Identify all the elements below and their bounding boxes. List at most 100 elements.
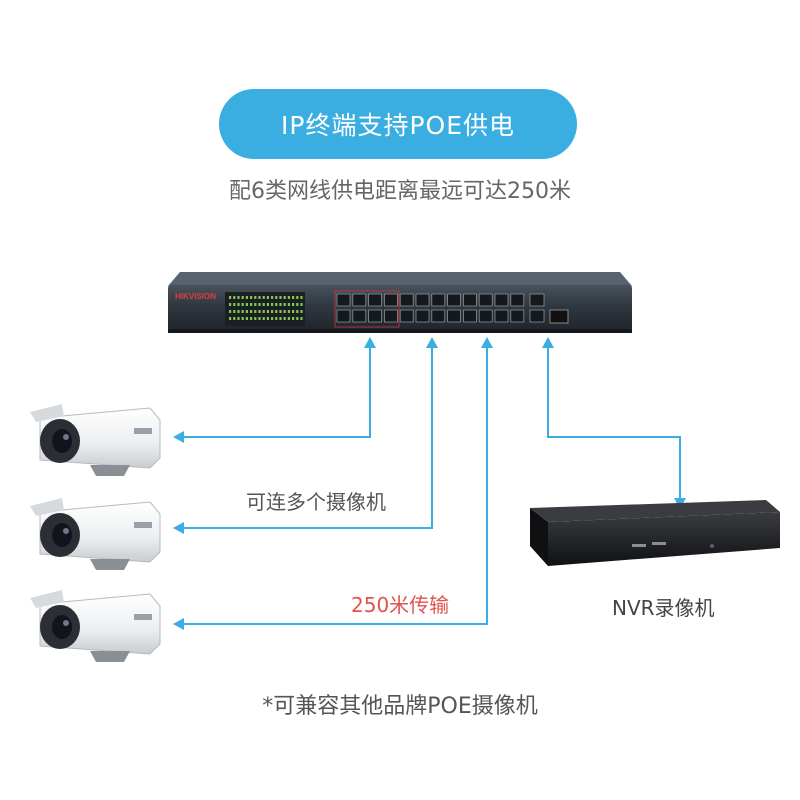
rj45-port <box>415 309 430 323</box>
cable-nvr <box>547 345 681 501</box>
rj45-port <box>336 293 351 307</box>
status-led <box>275 310 278 313</box>
title-banner: IP终端支持POE供电 <box>219 89 577 159</box>
status-led <box>275 296 278 299</box>
rj45-port <box>494 309 509 323</box>
status-led <box>250 310 253 313</box>
status-led <box>254 317 257 320</box>
status-led <box>237 310 240 313</box>
ip-camera-1 <box>30 404 161 476</box>
status-led <box>271 317 274 320</box>
status-led <box>275 317 278 320</box>
status-led <box>250 303 253 306</box>
status-led <box>250 296 253 299</box>
status-led <box>233 317 236 320</box>
arrow-left-3 <box>173 618 184 630</box>
status-led <box>258 310 261 313</box>
status-led <box>279 296 282 299</box>
status-leds <box>229 296 303 320</box>
status-led <box>245 296 248 299</box>
nvr-indicator <box>710 544 714 548</box>
arrow-up-3 <box>481 337 493 348</box>
status-led <box>254 296 257 299</box>
uplink-port <box>529 293 545 307</box>
status-led <box>287 317 290 320</box>
nvr-recorder <box>530 500 780 566</box>
rj45-port <box>383 293 398 307</box>
status-led <box>229 296 232 299</box>
status-led <box>283 317 286 320</box>
status-led <box>237 317 240 320</box>
status-led <box>254 303 257 306</box>
status-led <box>275 303 278 306</box>
arrow-up-1 <box>364 337 376 348</box>
arrow-left-2 <box>173 522 184 534</box>
status-led <box>258 317 261 320</box>
status-led <box>233 310 236 313</box>
switch-brand-logo: HIKVISION <box>175 292 216 301</box>
status-led <box>233 296 236 299</box>
status-led <box>266 303 269 306</box>
status-led <box>300 303 303 306</box>
distance-label: 250米传输 <box>351 593 450 617</box>
status-led <box>241 303 244 306</box>
rj45-port <box>447 293 462 307</box>
rj45-port <box>478 293 493 307</box>
rj45-port <box>494 293 509 307</box>
rj45-port <box>447 309 462 323</box>
ip-camera-3 <box>30 590 161 662</box>
status-led <box>292 296 295 299</box>
status-led <box>237 296 240 299</box>
poe-switch: HIKVISION <box>168 272 632 333</box>
status-led <box>300 296 303 299</box>
rj45-ports <box>334 290 545 328</box>
status-led <box>258 303 261 306</box>
status-led <box>233 303 236 306</box>
status-led <box>287 310 290 313</box>
status-led <box>258 296 261 299</box>
banner-title: IP终端支持POE供电 <box>281 111 515 140</box>
status-led <box>245 303 248 306</box>
status-led <box>266 317 269 320</box>
rj45-port <box>368 293 383 307</box>
status-led <box>283 303 286 306</box>
status-led <box>241 310 244 313</box>
status-led <box>262 317 265 320</box>
status-led <box>262 303 265 306</box>
rj45-port <box>478 309 493 323</box>
status-led <box>229 303 232 306</box>
status-led <box>254 310 257 313</box>
subtitle: 配6类网线供电距离最远可达250米 <box>229 179 571 204</box>
status-led <box>271 303 274 306</box>
status-led <box>296 296 299 299</box>
status-led <box>229 310 232 313</box>
status-led <box>266 296 269 299</box>
status-led <box>229 317 232 320</box>
arrow-left-1 <box>173 431 184 443</box>
rj45-port <box>336 309 351 323</box>
status-led <box>237 303 240 306</box>
cable-camera-1 <box>181 345 371 438</box>
status-led <box>296 310 299 313</box>
rj45-port <box>383 309 398 323</box>
status-led <box>241 296 244 299</box>
status-led <box>292 310 295 313</box>
rj45-port <box>510 293 525 307</box>
cable-arrows <box>173 337 686 630</box>
compatibility-footnote: *可兼容其他品牌POE摄像机 <box>262 694 538 719</box>
status-led <box>279 317 282 320</box>
multiple-cameras-label: 可连多个摄像机 <box>246 490 386 514</box>
status-led <box>283 310 286 313</box>
nvr-usb-port <box>632 544 646 547</box>
arrow-up-2 <box>426 337 438 348</box>
status-led <box>279 310 282 313</box>
status-led <box>292 303 295 306</box>
sfp-port <box>549 309 569 324</box>
status-led <box>283 296 286 299</box>
rj45-port <box>462 309 477 323</box>
status-led <box>296 303 299 306</box>
rj45-port <box>368 309 383 323</box>
status-led <box>241 317 244 320</box>
status-led <box>245 317 248 320</box>
